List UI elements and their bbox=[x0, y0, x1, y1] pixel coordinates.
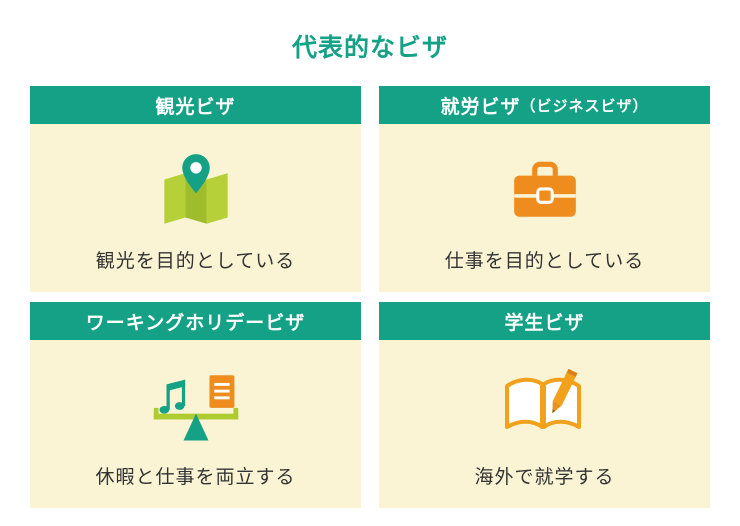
briefcase-icon bbox=[508, 144, 582, 236]
balance-scale-icon bbox=[148, 360, 244, 452]
card-header-label: 学生ビザ bbox=[504, 311, 585, 334]
page-title: 代表的なビザ bbox=[291, 33, 448, 62]
card-header: 観光ビザ bbox=[30, 86, 361, 124]
card-description: 観光を目的としている bbox=[95, 249, 296, 272]
card-header-label: ワーキングホリデービザ bbox=[85, 311, 306, 334]
card-description: 仕事を目的としている bbox=[444, 249, 645, 272]
card-header-label: 観光ビザ bbox=[155, 95, 236, 118]
card-header-sublabel: （ビジネスビザ） bbox=[520, 96, 649, 115]
card-header: ワーキングホリデービザ bbox=[30, 302, 361, 340]
card-body: 海外で就学する bbox=[379, 340, 710, 508]
card-student-visa: 学生ビザ bbox=[379, 302, 710, 508]
card-header: 就労ビザ （ビジネスビザ） bbox=[379, 86, 710, 124]
card-header-label: 就労ビザ bbox=[440, 95, 521, 118]
card-working-holiday-visa: ワーキングホリデービザ bbox=[30, 302, 361, 508]
card-work-visa: 就労ビザ （ビジネスビザ） 仕事を目的としている bbox=[379, 86, 710, 292]
card-body: 仕事を目的としている bbox=[379, 124, 710, 292]
card-tourist-visa: 観光ビザ 観光を目的としている bbox=[30, 86, 361, 292]
map-pin-icon bbox=[158, 144, 234, 236]
visa-card-grid: 観光ビザ 観光を目的としている 就労ビザ bbox=[30, 86, 710, 508]
card-body: 休暇と仕事を両立する bbox=[30, 340, 361, 508]
open-book-pencil-icon bbox=[495, 360, 595, 452]
card-description: 海外で就学する bbox=[474, 465, 615, 488]
card-header: 学生ビザ bbox=[379, 302, 710, 340]
card-body: 観光を目的としている bbox=[30, 124, 361, 292]
card-description: 休暇と仕事を両立する bbox=[95, 465, 296, 488]
